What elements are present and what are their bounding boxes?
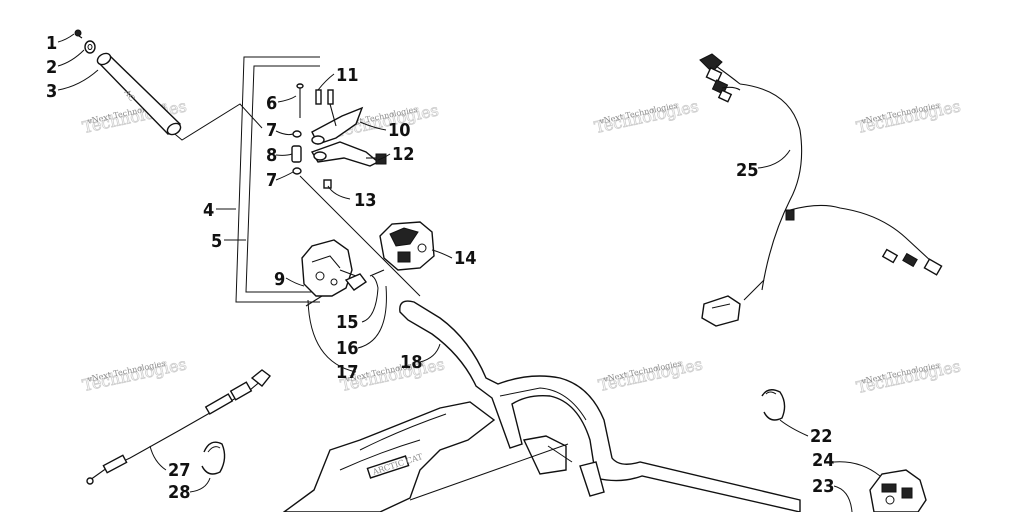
callout-2: 2: [46, 57, 57, 78]
leader-lines: [57, 33, 881, 512]
throttle-housing: [301, 239, 357, 297]
throttle-lever: [310, 106, 380, 167]
grip-leader: [169, 103, 263, 141]
pin-leader: [299, 175, 421, 297]
callout-28: 28: [168, 482, 191, 503]
callout-8: 8: [266, 145, 277, 166]
callout-17: 17: [336, 362, 359, 383]
housing-screw-15: [369, 269, 385, 277]
group-bracket-inner: [245, 65, 320, 293]
callout-16: 16: [336, 338, 359, 359]
callout-18: 18: [400, 352, 423, 373]
cable-clamp-28: [201, 441, 226, 475]
callout-25: 25: [736, 160, 759, 181]
throttle-grip: AC: [96, 52, 182, 136]
callout-3: 3: [46, 81, 57, 102]
grip-washer: [84, 40, 96, 54]
callout-12: 12: [392, 144, 415, 165]
switch-housing-23: [869, 469, 927, 512]
retaining-ring-22: [761, 389, 786, 421]
callout-7b: 7: [266, 170, 277, 191]
callout-10: 10: [388, 120, 411, 141]
grip-screw: [74, 29, 83, 39]
throttle-cable: [86, 369, 271, 485]
watermark-4: Technologies vNext Technologies: [854, 96, 962, 137]
callout-9: 9: [274, 269, 285, 290]
callout-22: 22: [810, 426, 833, 447]
group-bracket-outer: [235, 56, 320, 303]
handlebar-pad: ARCTIC CAT: [282, 401, 569, 512]
callout-14: 14: [454, 248, 477, 269]
watermark-3: Technologies vNext Technologies: [592, 96, 700, 137]
wiring-harness: [699, 53, 943, 327]
callout-5: 5: [211, 231, 222, 252]
callout-7a: 7: [266, 120, 277, 141]
watermark-5: Technologies vNext Technologies: [80, 354, 188, 395]
callout-13: 13: [354, 190, 377, 211]
callout-6: 6: [266, 93, 277, 114]
watermark-8: Technologies vNext Technologies: [854, 356, 962, 397]
bushing: [291, 145, 302, 163]
handlebar: [399, 300, 801, 512]
clip-13: [323, 179, 332, 189]
switch-housing: [379, 221, 435, 271]
callout-27: 27: [168, 460, 191, 481]
callout-4: 4: [203, 200, 214, 221]
housing-clamp: [344, 273, 368, 291]
washer-upper: [292, 130, 302, 138]
callout-15: 15: [336, 312, 359, 333]
washer-lower: [292, 167, 302, 175]
cable-end-11: [315, 89, 337, 127]
callout-24: 24: [812, 450, 835, 471]
callout-23: 23: [812, 476, 835, 497]
callout-11: 11: [336, 65, 359, 86]
watermark-7: Technologies vNext Technologies: [596, 354, 704, 395]
callout-1: 1: [46, 33, 57, 54]
pivot-pin: [296, 83, 304, 118]
